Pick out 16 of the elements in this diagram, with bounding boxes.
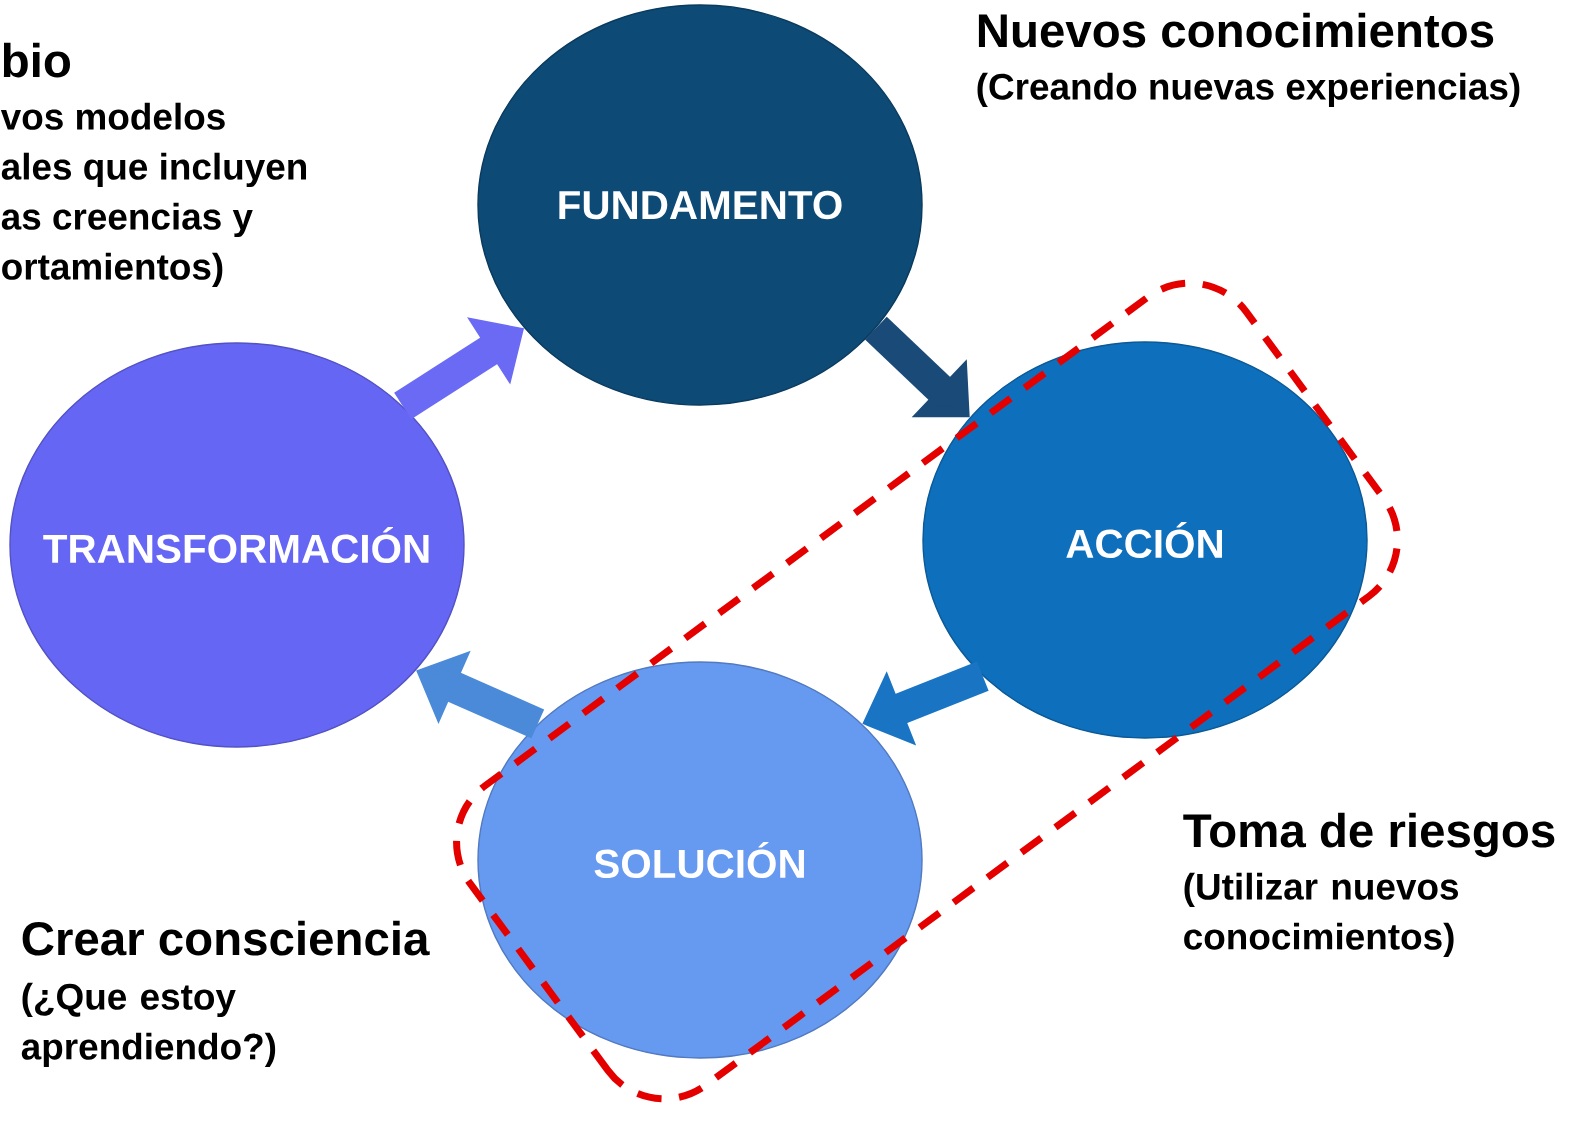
note-text: vos modelos	[0, 102, 225, 130]
note-text: (Creando nuevas experiencias)	[977, 72, 1520, 108]
heading: Toma de riesgos	[1183, 812, 1555, 858]
note-text: (Utilizar nuevos conocimientos)	[1184, 872, 1459, 958]
ellipse-node: FUNDAMENTO	[477, 4, 923, 406]
ellipse-node: ACCIÓN	[922, 341, 1368, 739]
note-text: as creencias y	[1, 202, 253, 238]
heading: Crear consciencia	[22, 920, 430, 956]
block-arrow	[864, 316, 970, 418]
heading: bio	[3, 42, 70, 78]
heading: Nuevos conocimientos	[978, 12, 1494, 48]
note-text: ortamientos)	[2, 252, 223, 288]
ellipse-node: TRANSFORMACIÓN	[9, 342, 465, 748]
note-text: ales que incluyen	[1, 152, 306, 188]
ellipse-node: SOLUCIÓN	[477, 661, 923, 1059]
note-text: (¿Que estoy aprendiendo?)	[21, 982, 276, 1068]
